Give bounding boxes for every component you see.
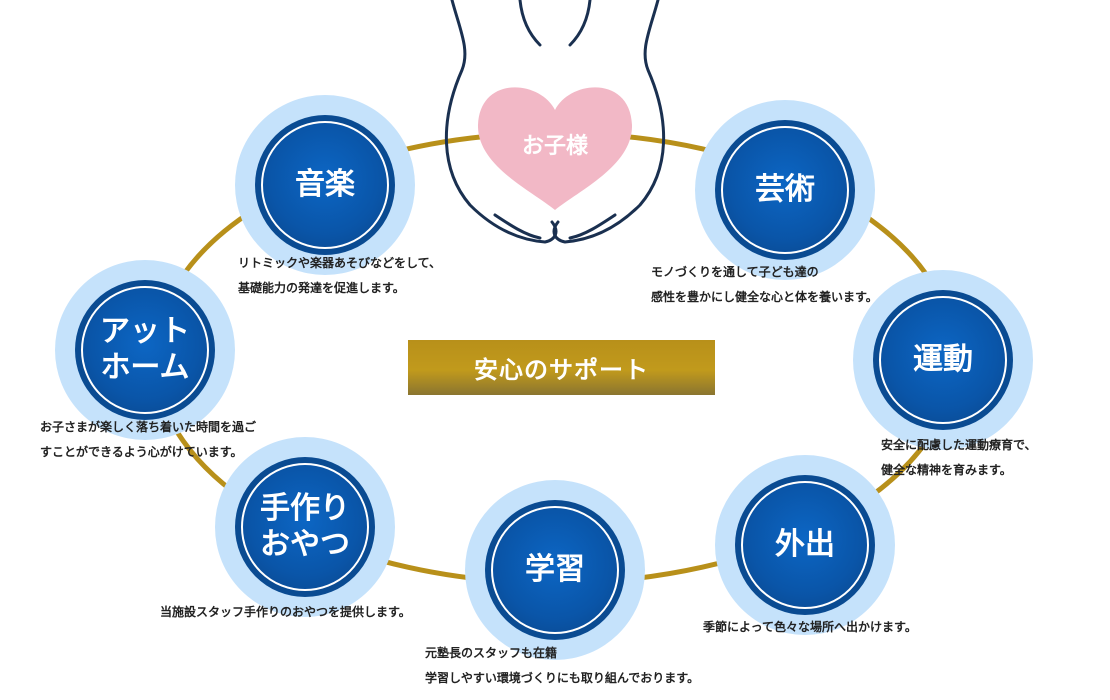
node-snacks: 手作り おやつ [215, 437, 395, 617]
caption-exercise: 安全に配慮した運動療育で、健全な精神を育みます。 [881, 433, 1037, 483]
caption-line: 季節によって色々な場所へ出かけます。 [703, 620, 917, 634]
caption-snacks: 当施設スタッフ手作りのおやつを提供します。 [160, 600, 411, 625]
caption-art: モノづくりを通して子ども達の感性を豊かにし健全な心と体を養います。 [651, 260, 878, 310]
hands-icon [444, 0, 666, 244]
node-label: 手作り おやつ [241, 463, 369, 591]
node-at-home: アット ホーム [55, 260, 235, 440]
node-label: 音楽 [261, 121, 389, 249]
caption-music: リトミックや楽器あそびなどをして、基礎能力の発達を促進します。 [238, 251, 441, 301]
caption-line: 安全に配慮した運動療育で、 [881, 438, 1037, 452]
node-label: 芸術 [721, 126, 849, 254]
node-label: 外出 [741, 481, 869, 609]
caption-line: 元塾長のスタッフも在籍 [425, 646, 558, 660]
node-label: 運動 [879, 296, 1007, 424]
caption-line: すことができるよう心がけています。 [40, 445, 243, 459]
caption-study: 元塾長のスタッフも在籍学習しやすい環境づくりにも取り組んでおります。 [425, 641, 699, 691]
node-label: 学習 [491, 506, 619, 634]
center-banner: 安心のサポート [408, 340, 715, 395]
heart-label: お子様 [521, 134, 588, 159]
caption-line: 健全な精神を育みます。 [881, 463, 1012, 477]
caption-line: 基礎能力の発達を促進します。 [238, 281, 405, 295]
caption-line: 感性を豊かにし健全な心と体を養います。 [651, 290, 878, 304]
caption-line: リトミックや楽器あそびなどをして、 [238, 256, 442, 270]
node-music: 音楽 [235, 95, 415, 275]
caption-line: 当施設スタッフ手作りのおやつを提供します。 [160, 605, 411, 619]
caption-at-home: お子さまが楽しく落ち着いた時間を過ごすことができるよう心がけています。 [40, 415, 256, 465]
node-study: 学習 [465, 480, 645, 660]
node-exercise: 運動 [853, 270, 1033, 450]
node-art: 芸術 [695, 100, 875, 280]
node-label: アット ホーム [81, 286, 209, 414]
heart-icon [477, 87, 633, 210]
caption-line: 学習しやすい環境づくりにも取り組んでおります。 [425, 671, 700, 685]
caption-line: お子さまが楽しく落ち着いた時間を過ご [40, 420, 257, 434]
caption-outing: 季節によって色々な場所へ出かけます。 [703, 615, 917, 640]
caption-line: モノづくりを通して子ども達の [651, 265, 819, 279]
node-outing: 外出 [715, 455, 895, 635]
